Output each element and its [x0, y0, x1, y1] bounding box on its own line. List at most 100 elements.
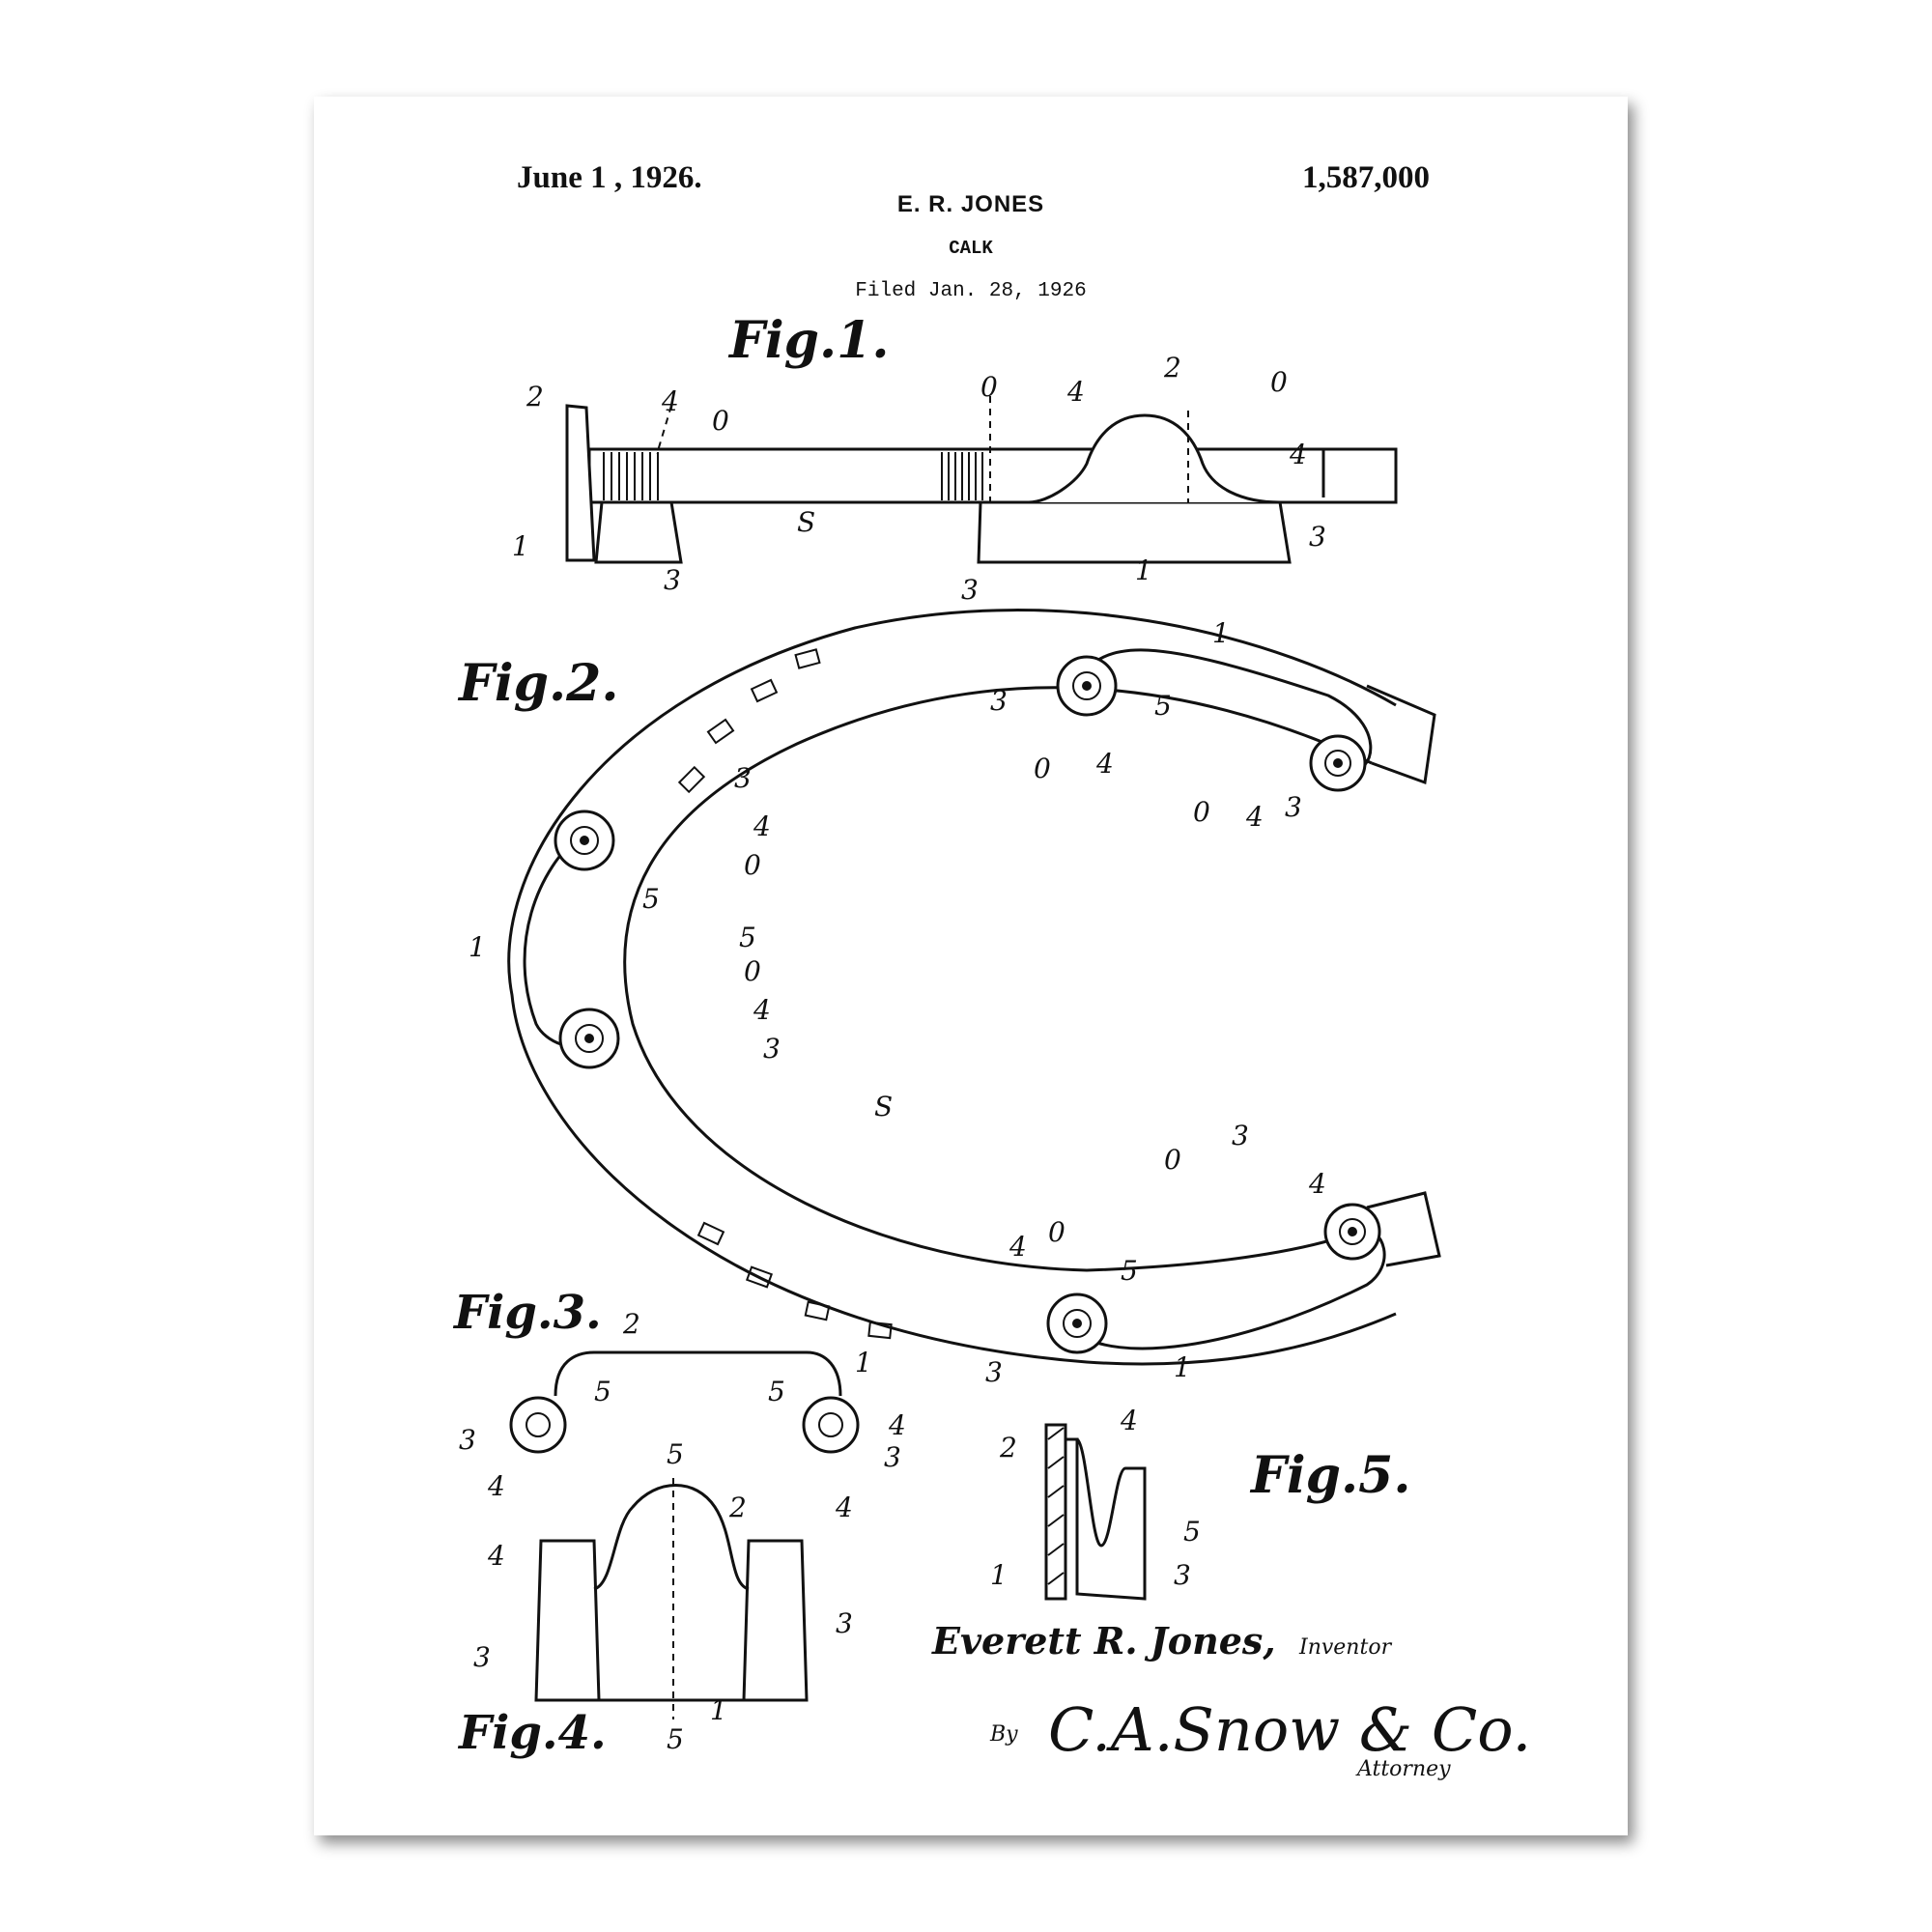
- ref-4: 4: [661, 385, 679, 417]
- ref-4: 4: [1120, 1405, 1138, 1436]
- ref-4: 4: [835, 1492, 853, 1523]
- ref-4: 4: [1308, 1168, 1326, 1200]
- ref-0: 0: [1164, 1144, 1181, 1176]
- ref-1: 1: [855, 1347, 872, 1378]
- ref-2: 2: [622, 1308, 640, 1340]
- ref-0: 0: [1048, 1216, 1065, 1248]
- clip-strip-top: [1075, 648, 1373, 775]
- ref-0: 0: [1034, 753, 1051, 784]
- ref-3: 3: [763, 1033, 781, 1065]
- ref-0: 0: [980, 371, 998, 403]
- fig5-refs: 2 4 5 1 3: [990, 1405, 1201, 1591]
- ref-1: 1: [512, 530, 529, 562]
- figure-3-label: Fig.3.: [452, 1286, 602, 1340]
- ref-3: 3: [1232, 1120, 1249, 1151]
- ref-0: 0: [744, 849, 761, 881]
- figure-2: Fig.2.: [457, 609, 1441, 1388]
- fig4-arch: [593, 1484, 750, 1591]
- ref-s: S: [797, 506, 815, 538]
- signature-block: Everett R. Jones, Inventor By C.A.Snow &…: [931, 1619, 1531, 1781]
- figure-5-label: Fig.5.: [1249, 1446, 1410, 1505]
- ref-3: 3: [473, 1641, 491, 1673]
- fig5-calk: [1065, 1437, 1147, 1601]
- ref-5: 5: [1121, 1255, 1138, 1287]
- hatching: [603, 452, 983, 500]
- ref-4: 4: [487, 1540, 505, 1572]
- filing-date: Filed Jan. 28, 1926: [855, 280, 1087, 302]
- ref-2: 2: [1163, 352, 1181, 384]
- ref-5: 5: [667, 1723, 684, 1755]
- patent-date: June 1 , 1926.: [517, 160, 702, 195]
- left-clip-plate: [565, 404, 596, 562]
- heel-tab-bottom: [1366, 1191, 1441, 1267]
- ref-1: 1: [1135, 554, 1152, 586]
- ref-5: 5: [739, 922, 756, 953]
- fig3-ring-right: [802, 1396, 860, 1454]
- section-dashes: [656, 396, 1189, 502]
- fig3-refs: 2 1 5 5 3 4 3 4: [459, 1308, 906, 1502]
- fig4-refs: 5 2 4 4 3 3 1 5: [473, 1438, 853, 1755]
- ref-5: 5: [1154, 690, 1172, 722]
- left-calk-body: [594, 500, 683, 564]
- horseshoe-inner: [623, 686, 1373, 1272]
- ref-1: 1: [710, 1694, 727, 1726]
- ref-1: 1: [1174, 1351, 1191, 1383]
- ref-2: 2: [526, 381, 544, 412]
- ref-3: 3: [961, 574, 979, 606]
- patent-drawing: Fig.1. 2 4 0 1 3 S 0: [452, 311, 1531, 1781]
- horseshoe-outer: [507, 609, 1397, 1366]
- fig4-calk-right: [742, 1539, 809, 1702]
- patent-number: 1,587,000: [1302, 160, 1430, 195]
- inventor-signature: Everett R. Jones,: [931, 1619, 1276, 1662]
- ref-1: 1: [1212, 617, 1230, 649]
- ref-4: 4: [1009, 1231, 1027, 1263]
- ref-4: 4: [1066, 376, 1085, 408]
- ref-3: 3: [1285, 791, 1302, 823]
- heel-tab-top: [1366, 684, 1436, 785]
- ref-4: 4: [1245, 801, 1264, 833]
- ref-4: 4: [888, 1409, 906, 1441]
- calk-rings: [554, 655, 1381, 1354]
- by-label: By: [989, 1722, 1018, 1747]
- ref-3: 3: [990, 685, 1008, 717]
- inventor-role: Inventor: [1298, 1635, 1393, 1660]
- figure-1-label: Fig.1.: [727, 311, 889, 370]
- ref-0: 0: [712, 405, 729, 437]
- ref-3: 3: [1309, 521, 1326, 553]
- nail-holes: [677, 648, 893, 1340]
- ref-3: 3: [985, 1356, 1003, 1388]
- right-calk-tip: [1217, 447, 1325, 497]
- inventor-heading: E. R. JONES: [896, 191, 1045, 217]
- patent-sheet: June 1 , 1926. 1,587,000 E. R. JONES CAL…: [314, 97, 1628, 1835]
- figure-2-label: Fig.2.: [457, 654, 618, 713]
- fig4-calk-left: [534, 1539, 601, 1702]
- ref-4: 4: [1095, 748, 1114, 780]
- ref-0: 0: [744, 955, 761, 987]
- attorney-role: Attorney: [1355, 1757, 1451, 1781]
- ref-s: S: [874, 1091, 893, 1122]
- ref-4: 4: [487, 1470, 505, 1502]
- ref-2: 2: [728, 1492, 747, 1523]
- ref-4: 4: [753, 810, 771, 842]
- ref-3: 3: [734, 762, 752, 794]
- ref-3: 3: [884, 1441, 901, 1473]
- clip-strip-bottom: [1076, 1225, 1386, 1350]
- ref-0: 0: [1193, 796, 1210, 828]
- right-calk-hump: [1028, 413, 1281, 504]
- ref-3: 3: [1174, 1559, 1191, 1591]
- fig1-refs: 2 4 0 1 3 S 0 4 2 0 4 3 3 1: [512, 352, 1326, 606]
- figure-3: Fig.3. 2 1 5 5 3 4 3 4: [452, 1286, 906, 1502]
- ref-1: 1: [990, 1559, 1008, 1591]
- ref-5: 5: [1183, 1516, 1201, 1548]
- figure-4-label: Fig.4.: [457, 1706, 607, 1760]
- ref-5: 5: [768, 1376, 785, 1407]
- ref-1: 1: [469, 931, 486, 963]
- figure-5: Fig.5. 2 4 5 1 3: [990, 1405, 1410, 1601]
- shoe-bar: [587, 447, 1398, 504]
- ref-0: 0: [1270, 366, 1288, 398]
- fig2-refs: 1 3 5 0 4 0 4 3 3 4 0 5 1 5 0 4 3 S 4 0: [469, 617, 1326, 1388]
- ref-3: 3: [459, 1424, 476, 1456]
- figure-1: Fig.1. 2 4 0 1 3 S 0: [512, 311, 1398, 606]
- ref-3: 3: [836, 1607, 853, 1639]
- fig3-strip: [554, 1350, 842, 1397]
